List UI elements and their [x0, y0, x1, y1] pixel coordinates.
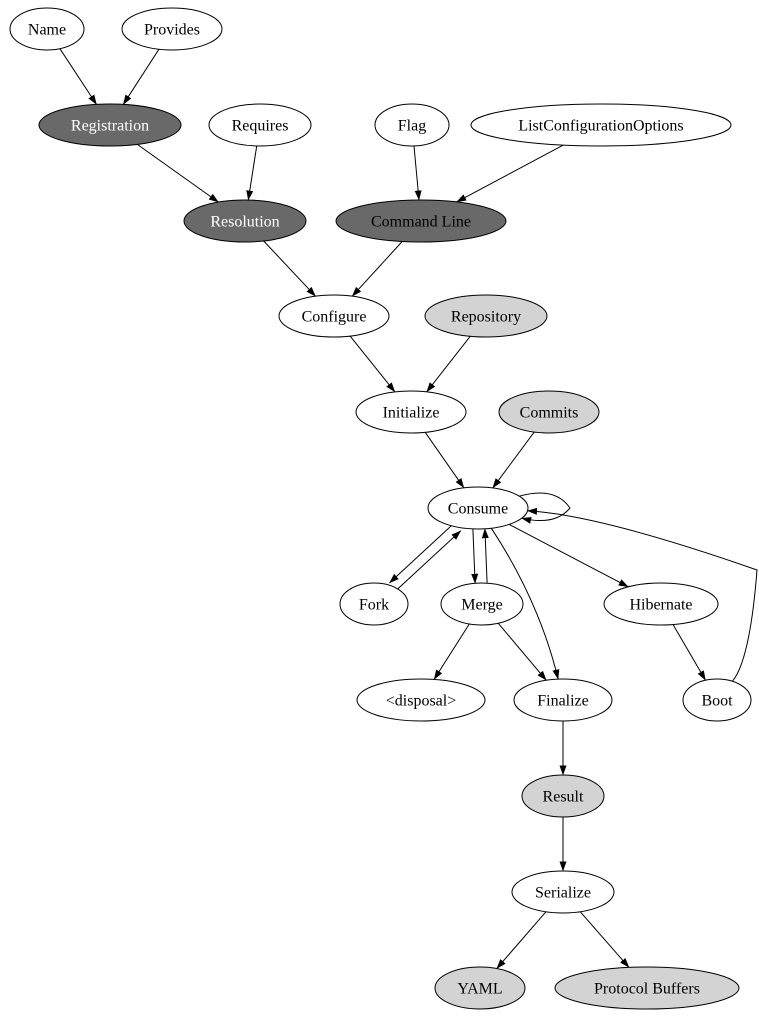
- node-disposal-shape: [356, 678, 486, 722]
- edge-name-to-registration: [59, 48, 97, 105]
- edge-resolution-to-configure: [263, 240, 316, 297]
- node-hibernate-shape: [603, 582, 719, 626]
- node-consume-shape: [427, 486, 529, 530]
- node-flag-label: Flag: [398, 117, 426, 134]
- node-list-configuration-options-shape: [470, 103, 732, 147]
- node-command-line-shape: [335, 199, 507, 243]
- edge-commits-to-consume: [492, 431, 535, 489]
- node-merge-shape: [440, 582, 524, 626]
- node-finalize: Finalize: [513, 678, 613, 722]
- node-result: Result: [521, 774, 605, 818]
- node-fork-shape: [339, 582, 409, 626]
- node-finalize-shape: [513, 678, 613, 722]
- node-boot-shape: [682, 678, 752, 722]
- node-flag: Flag: [374, 103, 450, 147]
- node-command-line-label: Command Line: [371, 213, 471, 230]
- node-serialize-label: Serialize: [535, 884, 591, 901]
- edge-merge-to-consume: [481, 528, 489, 583]
- edge-consume-to-fork: [389, 523, 455, 584]
- node-requires-shape: [208, 103, 312, 147]
- node-command-line: Command Line: [335, 199, 507, 243]
- node-result-label: Result: [543, 788, 584, 805]
- edge-consume-to-consume: [519, 492, 571, 524]
- node-registration: Registration: [38, 103, 182, 147]
- node-registration-shape: [38, 103, 182, 147]
- node-name: Name: [9, 7, 85, 51]
- edge-boot-to-consume: [527, 507, 758, 682]
- node-consume-label: Consume: [448, 500, 508, 517]
- node-flag-shape: [374, 103, 450, 147]
- node-requires: Requires: [208, 103, 312, 147]
- node-provides: Provides: [121, 7, 223, 51]
- edge-configure-to-initialize: [349, 335, 396, 393]
- node-serialize-shape: [511, 870, 615, 914]
- node-list-configuration-options-label: ListConfigurationOptions: [518, 117, 683, 134]
- edge-consume-to-merge: [471, 529, 479, 584]
- edges-layer: [59, 48, 758, 969]
- node-list-configuration-options: ListConfigurationOptions: [470, 103, 732, 147]
- edge-serialize-to-yaml: [496, 911, 547, 969]
- node-repository-label: Repository: [451, 308, 521, 325]
- edge-fork-to-consume: [395, 530, 462, 591]
- edge-requires-to-resolution: [246, 145, 258, 201]
- node-registration-label: Registration: [71, 117, 149, 134]
- node-configure-label: Configure: [302, 308, 367, 325]
- node-resolution-shape: [183, 199, 307, 243]
- node-protocol-buffers-shape: [554, 966, 740, 1010]
- node-initialize: Initialize: [355, 390, 467, 434]
- node-consume: Consume: [427, 486, 529, 530]
- node-yaml-label: YAML: [457, 980, 502, 997]
- node-yaml: YAML: [434, 966, 526, 1010]
- node-resolution-label: Resolution: [210, 213, 279, 230]
- node-protocol-buffers: Protocol Buffers: [554, 966, 740, 1010]
- node-initialize-label: Initialize: [383, 404, 440, 421]
- node-disposal: <disposal>: [356, 678, 486, 722]
- node-repository: Repository: [424, 294, 548, 338]
- node-provides-shape: [121, 7, 223, 51]
- node-name-label: Name: [28, 21, 66, 38]
- node-repository-shape: [424, 294, 548, 338]
- edge-registration-to-resolution: [137, 143, 219, 203]
- node-name-shape: [9, 7, 85, 51]
- node-commits: Commits: [498, 390, 600, 434]
- edge-consume-to-finalize: [490, 527, 560, 680]
- node-configure-shape: [278, 294, 390, 338]
- node-disposal-label: <disposal>: [386, 692, 457, 709]
- edge-provides-to-registration: [122, 49, 160, 105]
- node-yaml-shape: [434, 966, 526, 1010]
- node-commits-shape: [498, 390, 600, 434]
- node-fork-label: Fork: [359, 596, 389, 613]
- node-resolution: Resolution: [183, 199, 307, 243]
- node-finalize-label: Finalize: [537, 692, 589, 709]
- node-merge-label: Merge: [461, 596, 502, 613]
- edge-serialize-to-protocol-buffers: [579, 911, 630, 968]
- node-protocol-buffers-label: Protocol Buffers: [594, 980, 700, 997]
- edge-merge-to-disposal: [433, 623, 470, 680]
- node-merge: Merge: [440, 582, 524, 626]
- edge-consume-to-hibernate: [508, 523, 629, 588]
- node-boot: Boot: [682, 678, 752, 722]
- node-hibernate: Hibernate: [603, 582, 719, 626]
- node-serialize: Serialize: [511, 870, 615, 914]
- node-requires-label: Requires: [232, 117, 289, 134]
- node-result-shape: [521, 774, 605, 818]
- node-initialize-shape: [355, 390, 467, 434]
- edge-merge-to-finalize: [497, 622, 547, 681]
- edge-initialize-to-consume: [424, 432, 465, 489]
- edge-command-line-to-configure: [351, 241, 403, 297]
- edge-list-configuration-options-to-command-line: [456, 144, 564, 203]
- node-fork: Fork: [339, 582, 409, 626]
- edge-hibernate-to-boot: [672, 624, 706, 681]
- node-commits-label: Commits: [520, 404, 579, 421]
- edge-flag-to-command-line: [413, 145, 422, 201]
- node-provides-label: Provides: [144, 21, 200, 38]
- node-configure: Configure: [278, 294, 390, 338]
- edge-repository-to-initialize: [426, 335, 471, 393]
- node-boot-label: Boot: [701, 692, 733, 709]
- node-hibernate-label: Hibernate: [629, 596, 692, 613]
